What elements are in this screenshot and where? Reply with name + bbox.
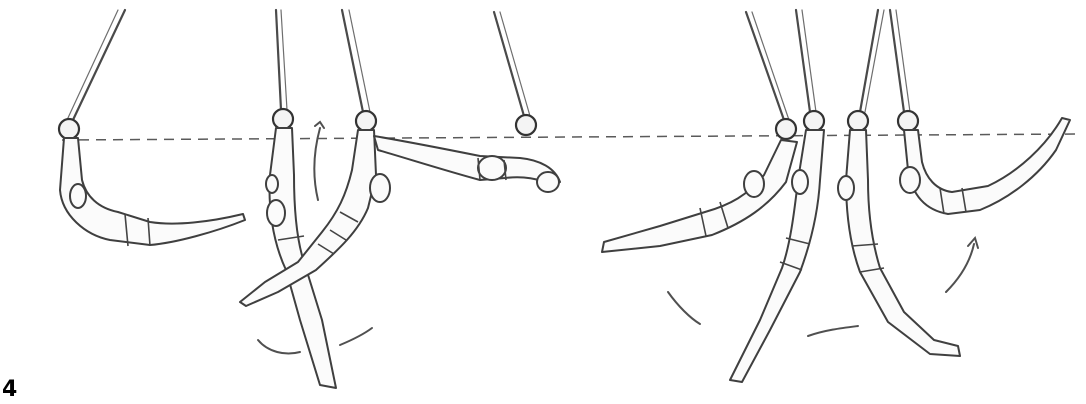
gymnast-figure (266, 10, 336, 388)
motion-arrow (258, 340, 300, 354)
gymnast-figure (59, 10, 245, 246)
motion-arrow (668, 292, 700, 324)
motion-arrow (946, 244, 974, 292)
motion-arrow (808, 326, 858, 336)
ring-height-guide-line (62, 134, 1080, 140)
gymnast-figure (838, 10, 960, 356)
gymnast-figure (602, 12, 797, 252)
step-number: 4 (2, 378, 17, 402)
motion-arrow (315, 122, 324, 128)
gymnast-figure (374, 12, 560, 192)
left-panel (59, 10, 560, 388)
motion-arrow (340, 328, 372, 345)
right-panel (602, 10, 1070, 382)
gymnast-figure (890, 10, 1070, 214)
